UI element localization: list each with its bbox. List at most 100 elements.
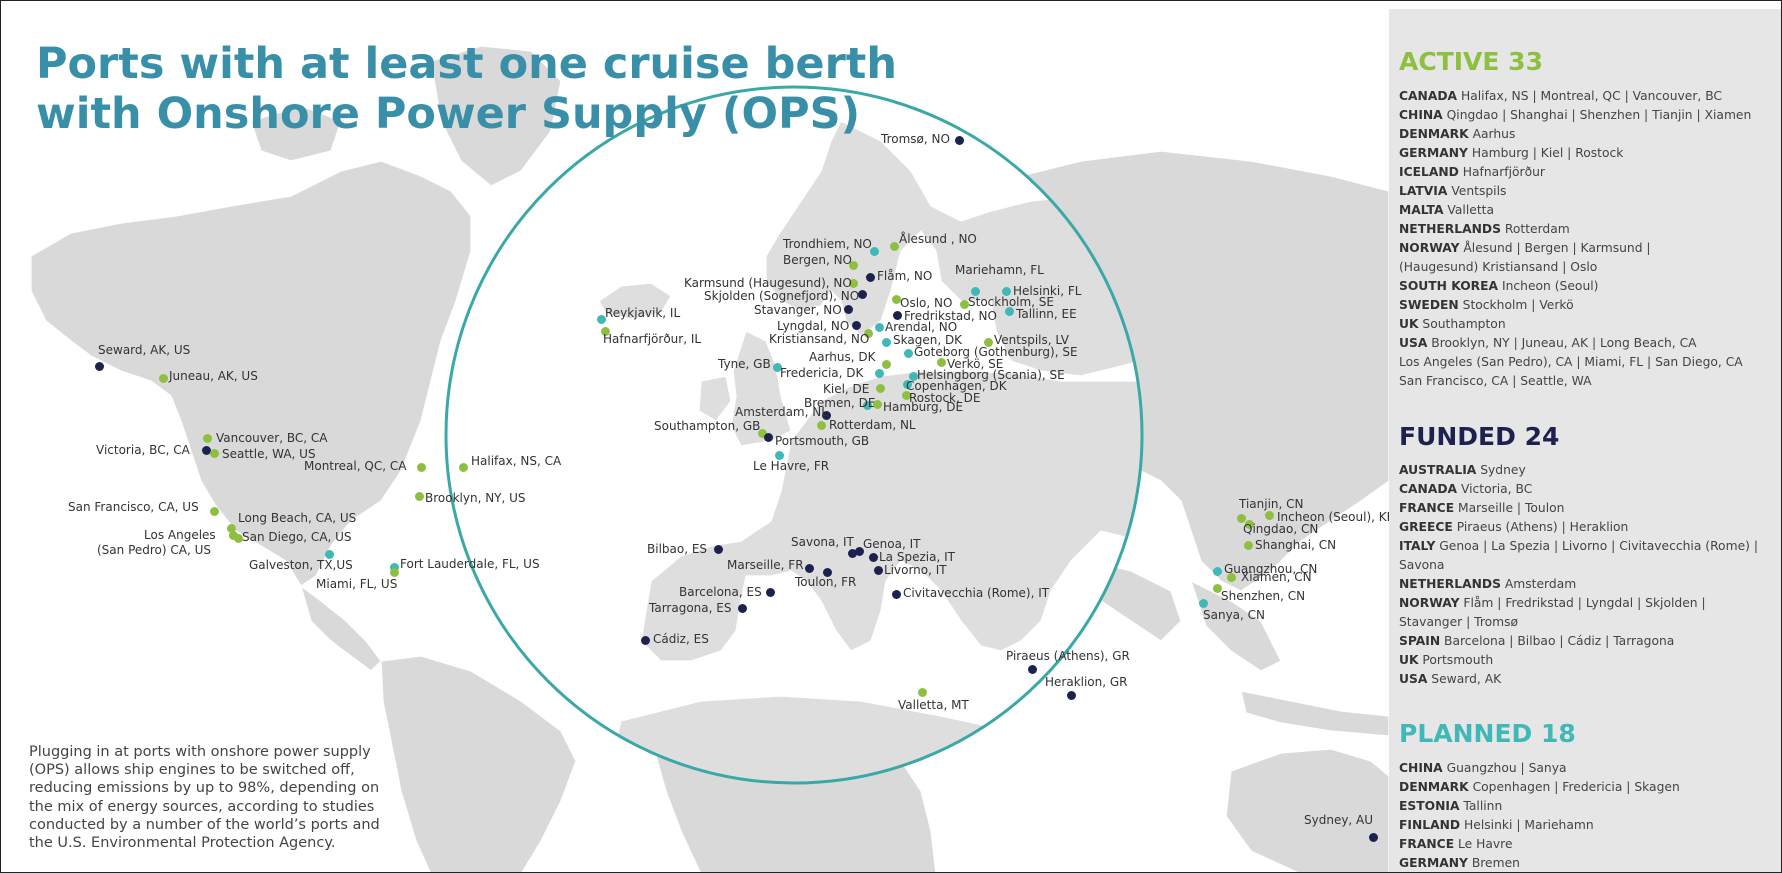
port-dot-funded — [843, 304, 853, 314]
port-label: Fort Lauderdale, FL, US — [400, 557, 540, 571]
legend-country: ICELAND — [1399, 165, 1459, 179]
port-dot-funded — [1066, 690, 1076, 700]
active-heading: ACTIVE 33 — [1399, 47, 1543, 76]
port-label: Guangzhou, CN — [1224, 562, 1318, 576]
port-label: Skagen, DK — [893, 333, 963, 347]
port-dot-funded — [821, 410, 831, 420]
port-label: Long Beach, CA, US — [238, 511, 357, 525]
legend-line: Stavanger | Tromsø — [1399, 613, 1781, 632]
legend-country: ESTONIA — [1399, 799, 1460, 813]
legend-cities: Southampton — [1418, 317, 1506, 331]
port-dot-planned — [881, 337, 891, 347]
legend-line: NORWAY Flåm | Fredrikstad | Lyngdal | Sk… — [1399, 594, 1781, 613]
port-dot-active — [600, 326, 610, 336]
indonesia-land — [1240, 690, 1390, 737]
port-dot-planned — [1004, 306, 1014, 316]
port-label: Mariehamn, FL — [955, 263, 1044, 277]
port-dot-funded — [201, 445, 211, 455]
port-dot-planned — [1001, 286, 1011, 296]
port-dot-active — [1226, 572, 1236, 582]
continental-europe-land — [640, 370, 1142, 662]
legend-line: FINLAND Helsinki | Mariehamn — [1399, 816, 1781, 835]
legend-line: NETHERLANDS Amsterdam — [1399, 575, 1781, 594]
port-label: Seward, AK, US — [98, 343, 191, 357]
legend-line: Savona — [1399, 556, 1781, 575]
south-america-land — [380, 655, 577, 872]
legend-line: CHINA Qingdao | Shanghai | Shenzhen | Ti… — [1399, 106, 1781, 125]
legend-line: ESTONIA Tallinn — [1399, 797, 1781, 816]
port-label: Skjolden (Sognefjord), NO — [704, 289, 860, 303]
scandinavia-land — [765, 120, 1142, 377]
port-dot-planned — [874, 368, 884, 378]
legend-country: UK — [1399, 317, 1419, 331]
port-label: Sydney, AU — [1304, 813, 1374, 827]
port-label: Ålesund , NO — [899, 232, 977, 246]
port-dot-funded — [851, 320, 861, 330]
legend-country: FINLAND — [1399, 818, 1461, 832]
ops-note: Plugging in at ports with onshore power … — [29, 744, 380, 852]
port-label: Xiamen, CN — [1241, 570, 1312, 584]
legend-cities: Barcelona | Bilbao | Cádiz | Tarragona — [1440, 634, 1675, 648]
legend-cities: Aarhus — [1468, 127, 1516, 141]
port-label: Civitavecchia (Rome), IT — [903, 586, 1050, 600]
port-label: Rotterdam, NL — [829, 418, 916, 432]
port-label: (San Pedro) CA, US — [97, 543, 212, 557]
port-dot-funded — [713, 544, 723, 554]
port-label: Tarragona, ES — [649, 601, 732, 615]
legend-cities: Ventspils — [1447, 184, 1507, 198]
port-dot-active — [889, 241, 899, 251]
legend-cities: Helsinki | Mariehamn — [1460, 818, 1594, 832]
port-label: Bergen, NO — [783, 253, 852, 267]
port-dot-active — [458, 462, 468, 472]
legend-line: FRANCE Marseille | Toulon — [1399, 499, 1781, 518]
port-label: La Spezia, IT — [879, 550, 955, 564]
port-dot-active — [848, 260, 858, 270]
legend-cities: Portsmouth — [1418, 653, 1494, 667]
port-dot-active — [872, 399, 882, 409]
legend-cities: Stockholm | Verkö — [1458, 298, 1574, 312]
active-list: CANADA Halifax, NS | Montreal, QC | Vanc… — [1399, 87, 1781, 391]
legend-line: (Haugesund) Kristiansand | Oslo — [1399, 258, 1781, 277]
port-dot-funded — [763, 432, 773, 442]
port-label: Kristiansand, NO — [769, 332, 870, 346]
port-dot-active — [228, 530, 238, 540]
legend-country: USA — [1399, 672, 1428, 686]
legend-line: UK Portsmouth — [1399, 651, 1781, 670]
port-dot-active — [983, 337, 993, 347]
map-title: Ports with at least one cruise berth wit… — [36, 39, 897, 139]
port-label: San Francisco, CA, US — [68, 500, 199, 514]
port-label: Montreal, QC, CA — [304, 459, 407, 473]
port-dot-funded — [640, 635, 650, 645]
port-dot-planned — [772, 362, 782, 372]
port-label: Ventspils, LV — [994, 333, 1069, 347]
port-label: Goteborg (Gothenburg), SE — [914, 345, 1078, 359]
legend-country: UK — [1399, 653, 1419, 667]
port-dot-active — [389, 567, 399, 577]
legend-line: CANADA Halifax, NS | Montreal, QC | Vanc… — [1399, 87, 1781, 106]
legend-country: LATVIA — [1399, 184, 1448, 198]
port-label: Genoa, IT — [863, 537, 921, 551]
legend-line: USA Brooklyn, NY | Juneau, AK | Long Bea… — [1399, 334, 1781, 353]
legend-country: NORWAY — [1399, 241, 1460, 255]
iceland-land — [598, 282, 672, 320]
port-label: Portsmouth, GB — [775, 434, 870, 448]
legend-cities: Genoa | La Spezia | Livorno | Civitavecc… — [1435, 539, 1758, 553]
port-label: Victoria, BC, CA — [96, 443, 190, 457]
port-dot-funded — [1027, 664, 1037, 674]
ireland-land — [698, 375, 732, 422]
legend-country: USA — [1399, 336, 1428, 350]
port-label: Bilbao, ES — [647, 542, 708, 556]
port-dot-active — [891, 294, 901, 304]
legend-cities: Valletta — [1443, 203, 1494, 217]
legend-country: ITALY — [1399, 539, 1436, 553]
port-label: Oslo, NO — [900, 296, 953, 310]
arctic-islands-land — [250, 105, 342, 162]
port-label: Los Angeles — [144, 528, 216, 542]
port-label: Reykjavik, IL — [605, 306, 681, 320]
port-label: Incheon (Seoul), KR — [1277, 510, 1395, 524]
port-dot-active — [936, 357, 946, 367]
port-dot-funded — [804, 563, 814, 573]
legend-cities: Qingdao | Shanghai | Shenzhen | Tianjin … — [1442, 108, 1752, 122]
legend-country: CANADA — [1399, 482, 1458, 496]
